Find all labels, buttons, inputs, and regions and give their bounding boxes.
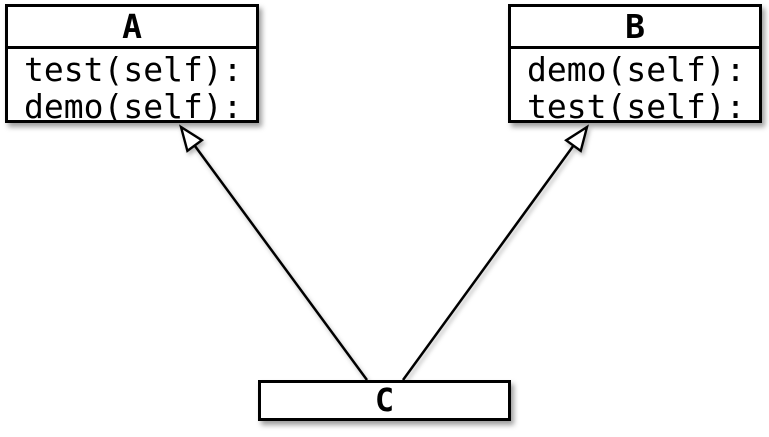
class-methods-a: test(self): demo(self): <box>8 49 256 125</box>
class-box-b: B demo(self): test(self): <box>508 4 762 125</box>
class-box-a: A test(self): demo(self): <box>5 4 259 125</box>
method-label: test(self): <box>527 87 746 126</box>
inheritance-arrow-c-to-a <box>179 124 369 381</box>
method-label: demo(self): <box>24 87 243 126</box>
class-name-a: A <box>8 7 256 49</box>
class-name-b: B <box>511 7 759 49</box>
method-label: test(self): <box>24 50 243 89</box>
class-name-c: C <box>374 381 395 419</box>
inheritance-arrow-c-to-b <box>401 124 589 381</box>
class-methods-b: demo(self): test(self): <box>511 49 759 125</box>
method-label: demo(self): <box>527 50 746 89</box>
class-box-c: C <box>258 380 511 421</box>
